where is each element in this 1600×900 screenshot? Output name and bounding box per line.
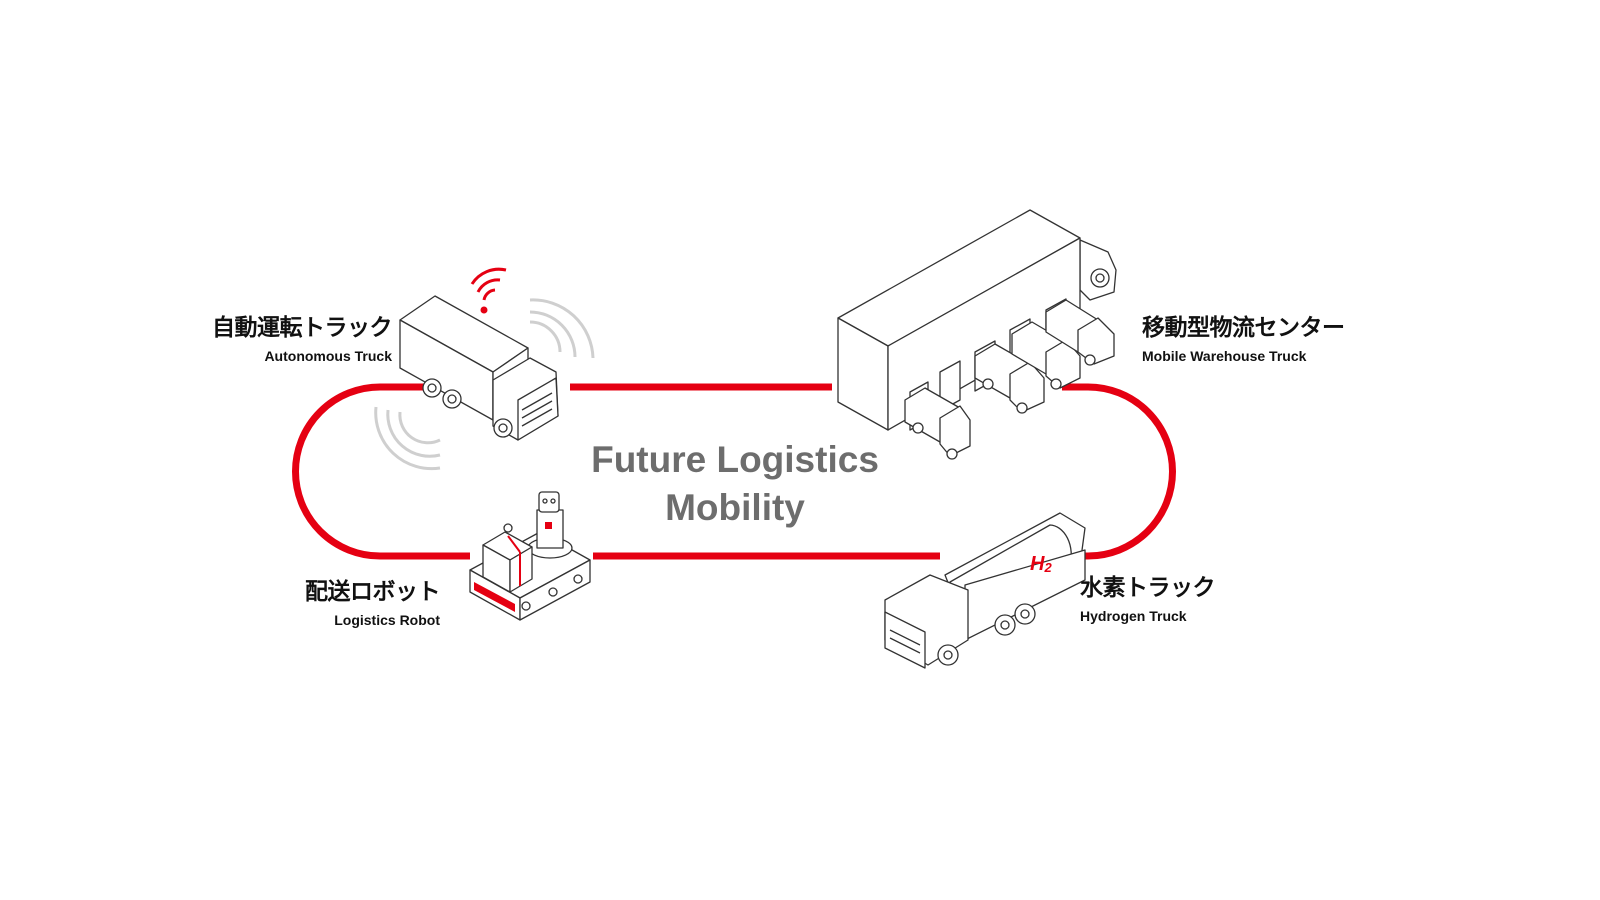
label-en: Autonomous Truck <box>264 348 392 364</box>
hydrogen-tanker-icon: H2 <box>884 512 1086 669</box>
warehouse-truck-icon <box>837 209 1117 460</box>
loop-track <box>292 383 1176 560</box>
label-ja: 配送ロボット <box>305 579 441 605</box>
label-hydrogen-truck: 水素トラック Hydrogen Truck <box>1080 568 1216 624</box>
title-line-2: Mobility <box>665 487 805 528</box>
label-ja: 移動型物流センター <box>1142 315 1345 341</box>
label-en: Mobile Warehouse Truck <box>1142 348 1307 364</box>
label-logistics-robot: 配送ロボット Logistics Robot <box>260 572 441 628</box>
title-line-1: Future Logistics <box>591 439 879 480</box>
label-autonomous-truck: 自動運転トラック Autonomous Truck <box>180 308 393 364</box>
truck-with-wireless-signal-icon <box>374 267 595 471</box>
delivery-robot-icon <box>469 491 591 621</box>
label-en: Logistics Robot <box>334 612 440 628</box>
loop-right-segment <box>1062 383 1176 560</box>
label-ja: 水素トラック <box>1080 575 1216 601</box>
label-en: Hydrogen Truck <box>1080 608 1187 624</box>
diagram-title: Future Logistics Mobility <box>560 436 910 532</box>
loop-top-left-segment <box>292 383 470 560</box>
label-mobile-warehouse: 移動型物流センター Mobile Warehouse Truck <box>1142 308 1345 364</box>
label-ja: 自動運転トラック <box>212 315 393 341</box>
